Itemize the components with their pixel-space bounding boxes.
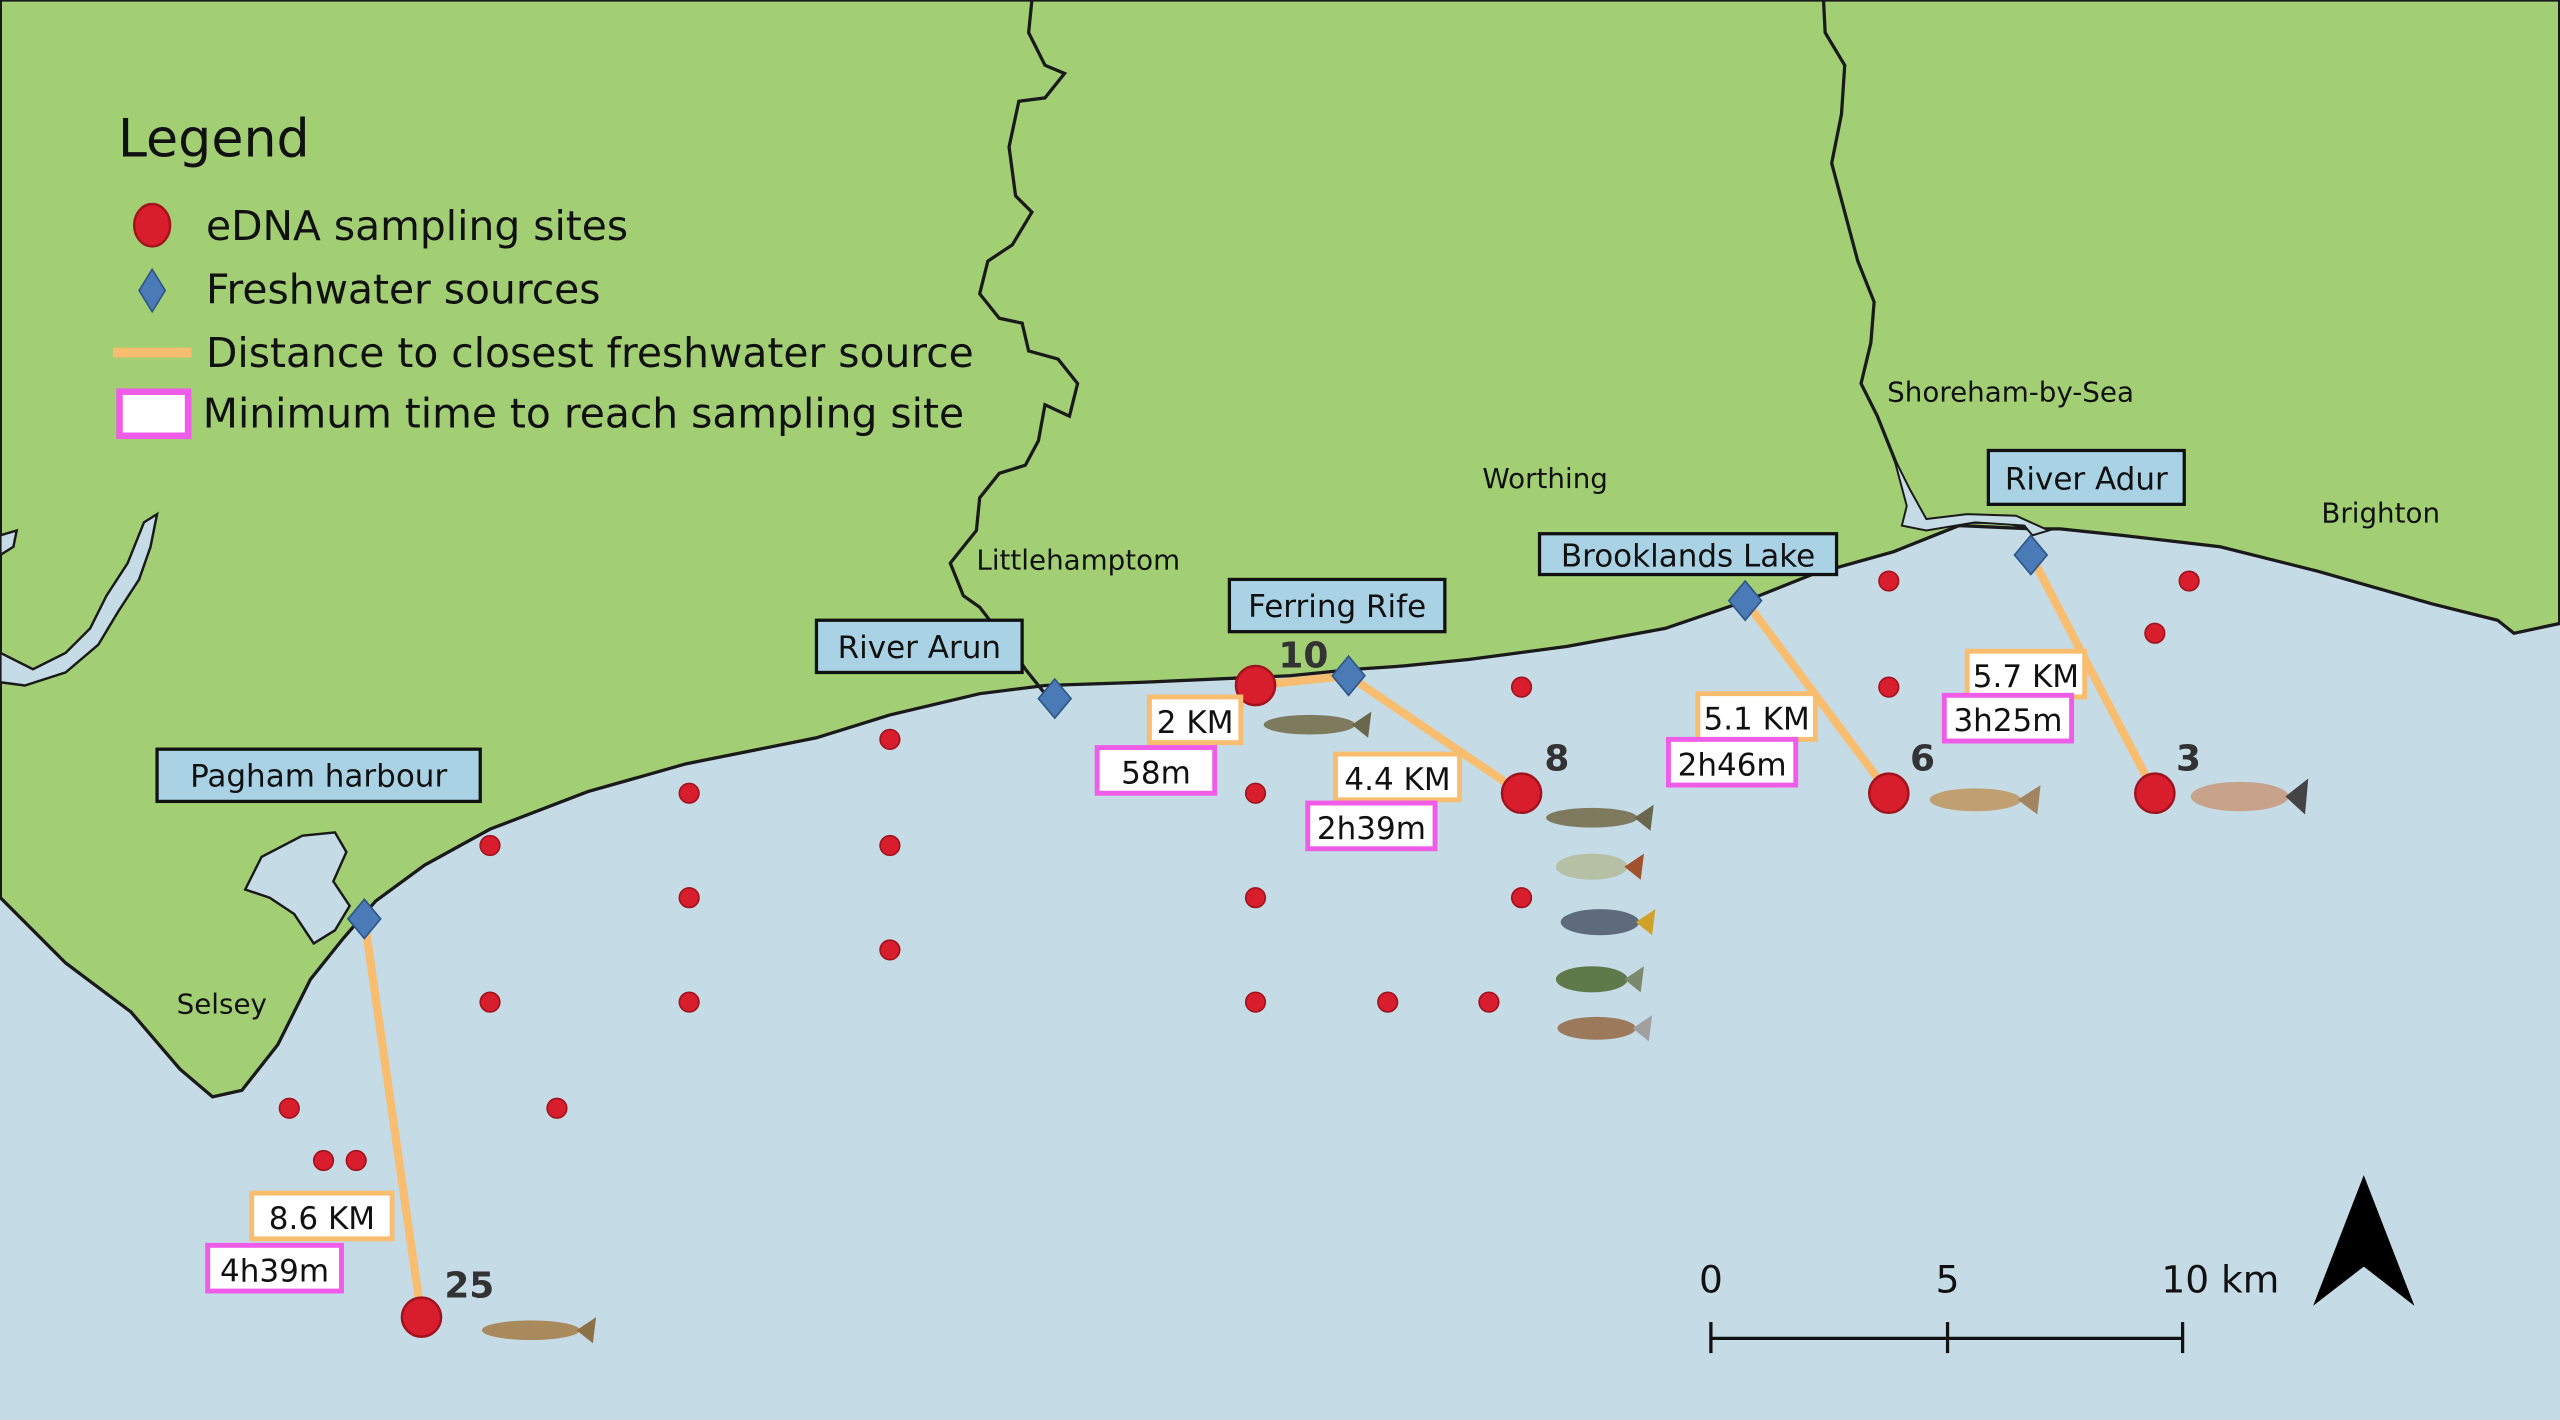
sampling-site[interactable]	[2144, 622, 2166, 644]
place-littlehampton: Littlehamptom	[976, 544, 1180, 577]
legend-title: Legend	[118, 110, 310, 170]
fish-icon	[1560, 909, 1656, 936]
sampling-site[interactable]	[479, 991, 501, 1013]
legend-blue-diamond-icon	[138, 267, 167, 314]
river-arun	[948, 0, 1080, 695]
time-label: 3h25m	[1953, 703, 2062, 739]
sampling-site[interactable]	[1244, 991, 1267, 1013]
fish-icon	[1929, 785, 2041, 815]
distance-line-25	[360, 914, 426, 1322]
legend-orange-line-icon	[112, 347, 192, 358]
sampling-site[interactable]	[678, 782, 700, 804]
sampling-site[interactable]	[879, 834, 901, 857]
distance-label: 2 KM	[1157, 705, 1234, 741]
legend: Legend eDNA sampling sites Freshwater so…	[112, 110, 974, 440]
sampling-sites	[278, 570, 2200, 1172]
sampling-site[interactable]	[312, 1149, 335, 1172]
fish-icon	[1555, 966, 1644, 993]
fish-icon	[481, 1317, 597, 1344]
site-number: 10	[1278, 636, 1328, 677]
fish-icon	[1263, 711, 1372, 738]
sampling-site[interactable]	[1244, 782, 1267, 804]
sampling-site[interactable]	[2178, 570, 2200, 592]
source-brooklands-diamond-icon[interactable]	[1727, 579, 1763, 622]
pagham-harbour-water	[243, 831, 352, 946]
place-brighton: Brighton	[2321, 496, 2440, 529]
time-label: 2h39m	[1317, 811, 1426, 847]
source-pagham-diamond-icon[interactable]	[346, 898, 382, 940]
distance-line-8	[1344, 671, 1526, 798]
legend-item-label: Minimum time to reach sampling site	[203, 390, 964, 438]
site-number: 6	[1910, 738, 1935, 779]
freshwater-sources	[346, 534, 2049, 940]
legend-item-label: Freshwater sources	[206, 266, 601, 314]
source-arun-diamond-icon[interactable]	[1037, 677, 1073, 720]
legend-item-label: eDNA sampling sites	[206, 202, 628, 250]
site-number: 8	[1544, 738, 1569, 779]
inlet-water	[0, 528, 19, 557]
distance-label: 5.7 KM	[1973, 659, 2079, 695]
sampling-site[interactable]	[278, 1097, 300, 1119]
site-8-marker[interactable]	[1500, 772, 1543, 815]
source-ferring-diamond-icon[interactable]	[1331, 654, 1366, 697]
site-number: 25	[444, 1266, 494, 1307]
legend-red-circle-icon	[132, 202, 172, 248]
sampling-site[interactable]	[1878, 570, 1900, 592]
sampling-site[interactable]	[546, 1097, 568, 1119]
source-adur-diamond-icon[interactable]	[2013, 534, 2049, 576]
sampling-site[interactable]	[1510, 887, 1533, 909]
site-6-marker[interactable]	[1867, 772, 1910, 815]
sampling-site[interactable]	[345, 1149, 367, 1172]
time-label: 58m	[1121, 755, 1191, 791]
legend-magenta-box-icon	[116, 388, 192, 440]
scale-label-5: 5	[1936, 1258, 1960, 1302]
distance-label: 8.6 KM	[269, 1201, 375, 1237]
distance-label: 5.1 KM	[1703, 702, 1809, 738]
label-pagham-harbour: Pagham harbour	[190, 759, 447, 795]
time-label: 2h46m	[1678, 747, 1787, 783]
site-10-marker[interactable]	[1234, 664, 1277, 707]
label-brooklands-lake: Brooklands Lake	[1561, 538, 1815, 574]
site-number: 3	[2176, 738, 2201, 779]
chichester-harbour-water	[0, 511, 159, 687]
place-selsey: Selsey	[177, 988, 267, 1021]
sampling-site[interactable]	[1878, 676, 1900, 698]
legend-item-label: Distance to closest freshwater source	[206, 329, 974, 377]
fish-icon	[1557, 1015, 1653, 1042]
fish-icons	[481, 711, 2309, 1344]
sampling-site[interactable]	[678, 991, 700, 1013]
scale-label-0: 0	[1699, 1258, 1723, 1302]
sampling-site[interactable]	[1244, 887, 1267, 909]
sampling-site[interactable]	[479, 834, 501, 857]
highlighted-sites	[400, 664, 2176, 1338]
distance-label: 4.4 KM	[1344, 762, 1450, 798]
label-ferring-rife: Ferring Rife	[1248, 589, 1426, 625]
time-label: 4h39m	[220, 1253, 329, 1289]
place-shoreham: Shoreham-by-Sea	[1887, 376, 2134, 409]
site-25-marker[interactable]	[400, 1296, 443, 1338]
river-adur-estuary	[1892, 456, 2052, 537]
land	[0, 0, 2560, 1099]
north-arrow-icon	[2313, 1175, 2415, 1306]
fish-icon	[2190, 778, 2309, 815]
distance-boxes: 8.6 KM 2 KM 4.4 KM 5.1 KM 5.7 KM	[249, 648, 2088, 1242]
fish-icon	[1555, 853, 1644, 880]
sampling-site[interactable]	[1478, 991, 1500, 1013]
sampling-site[interactable]	[1510, 676, 1533, 698]
sampling-site[interactable]	[879, 728, 901, 750]
place-worthing: Worthing	[1482, 462, 1608, 495]
sampling-site[interactable]	[879, 939, 901, 961]
label-river-adur: River Adur	[2005, 462, 2168, 498]
source-labels: Pagham harbour River Arun Ferring Rife B…	[155, 448, 2186, 804]
site-3-marker[interactable]	[2134, 772, 2176, 815]
scale-label-10: 10 km	[2161, 1258, 2279, 1302]
scale-bar	[1709, 1322, 2185, 1354]
distance-line-3	[2026, 550, 2159, 798]
sampling-site[interactable]	[678, 887, 700, 909]
time-boxes: 4h39m 58m 2h39m 2h46m 3h25m	[205, 692, 2075, 1294]
sampling-site[interactable]	[1377, 991, 1399, 1013]
fish-icon	[1546, 804, 1654, 831]
label-river-arun: River Arun	[838, 630, 1001, 666]
